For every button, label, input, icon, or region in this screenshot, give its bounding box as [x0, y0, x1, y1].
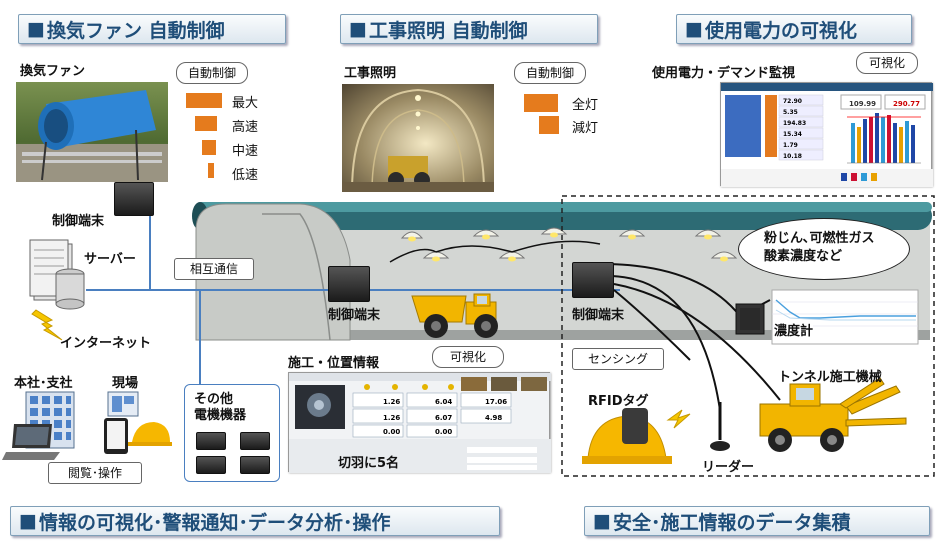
browse-operate-badge: 閲覧･操作: [48, 462, 142, 484]
lighting-level-bar-0: [524, 94, 558, 112]
equipment-device: [240, 456, 270, 474]
construction-value-7: 0.00: [435, 428, 452, 436]
other-equipment-label: その他 電機機器: [194, 392, 247, 423]
power-headline-0: 109.99: [849, 100, 876, 108]
helmet-icon: [128, 422, 172, 446]
fan-photo: [16, 82, 168, 182]
power-value-2: 194.83: [783, 120, 806, 127]
control-terminal-label-3: 制御端末: [572, 308, 625, 323]
construction-value-6: 0.00: [383, 428, 400, 436]
equipment-device: [196, 432, 226, 450]
lighting-level-label-0: 全灯: [572, 98, 599, 113]
tunnel-lights: [389, 227, 738, 263]
rfid-tag-icon: [622, 408, 648, 444]
reader-label: リーダー: [702, 460, 755, 475]
construction-value-2: 17.06: [485, 398, 507, 406]
rfid-reader-icon: [710, 402, 730, 451]
control-terminal-device-3: [572, 262, 614, 298]
face-callout: 切羽に5名: [338, 456, 400, 471]
power-visualize-badge: 可視化: [856, 52, 918, 74]
header-fan-control-text: 換気ファン 自動制御: [46, 19, 225, 42]
header-lighting-control-text: 工事照明 自動制御: [368, 19, 528, 42]
fan-level-bar-2: [202, 140, 216, 155]
construction-value-0: 1.26: [383, 398, 400, 406]
fan-level-label-3: 低速: [232, 168, 259, 183]
worker-helmet-icon: [582, 415, 672, 464]
rfid-tag-label: RFIDタグ: [588, 394, 649, 409]
lighting-photo: [342, 84, 494, 192]
power-monitor-screen: 72.90 5.35 194.83 15.34 1.79 10.18 109.9…: [720, 82, 933, 187]
laptop-icon: [2, 424, 60, 460]
lighting-level-bar-1: [539, 116, 559, 134]
gas-meter-device: [735, 303, 765, 335]
header-bottom-right-text: 安全･施工情報のデータ集積: [612, 511, 851, 534]
sensing-badge: センシング: [572, 348, 664, 370]
power-headline-1: 290.77: [893, 100, 920, 108]
square-bullet-icon: ■: [27, 18, 45, 40]
power-value-3: 15.34: [783, 131, 802, 138]
header-power-visualization-text: 使用電力の可視化: [704, 19, 857, 42]
power-value-4: 1.79: [783, 142, 798, 149]
construction-value-4: 6.07: [435, 414, 452, 422]
control-terminal-device-1: [114, 182, 154, 216]
fan-level-bar-1: [195, 116, 217, 131]
sensor-bubble: [738, 218, 910, 280]
fan-level-bar-0: [186, 93, 222, 108]
internet-label: インターネット: [60, 336, 152, 351]
fan-level-label-2: 中速: [232, 144, 259, 159]
control-terminal-label-1: 制御端末: [52, 214, 105, 229]
fan-level-bar-3: [208, 163, 214, 178]
header-bottom-right: ■安全･施工情報のデータ集積: [584, 506, 930, 536]
sensor-cables: [607, 263, 781, 411]
control-terminal-device-2: [328, 266, 370, 302]
power-value-1: 5.35: [783, 109, 798, 116]
head-office-label: 本社･支社: [14, 376, 73, 391]
header-power-visualization: ■使用電力の可視化: [676, 14, 912, 44]
header-lighting-control: ■工事照明 自動制御: [340, 14, 598, 44]
machine-label: トンネル施工機械: [778, 370, 882, 385]
construction-screen: 1.26 6.04 17.06 1.26 6.07 4.98 0.00 0.00: [288, 372, 551, 473]
construction-value-1: 6.04: [435, 398, 452, 406]
power-title: 使用電力・デマンド監視: [652, 66, 796, 81]
fan-level-label-0: 最大: [232, 96, 259, 111]
power-value-0: 72.90: [783, 98, 802, 105]
tunnel-machine-icon: [759, 377, 907, 452]
server-label: サーバー: [84, 252, 136, 267]
fan-level-label-1: 高速: [232, 120, 259, 135]
equipment-device: [240, 432, 270, 450]
lighting-level-label-1: 減灯: [572, 121, 599, 136]
dump-truck-icon: [411, 293, 498, 338]
mutual-comm-badge: 相互通信: [174, 258, 254, 280]
office-building-icon: [25, 391, 75, 449]
construction-title: 施工・位置情報: [288, 356, 380, 371]
site-label: 現場: [112, 376, 139, 391]
square-bullet-icon: ■: [593, 510, 611, 532]
construction-visualize-badge: 可視化: [432, 346, 504, 368]
site-office-icon: [107, 391, 139, 417]
sensor-bubble-text: 粉じん､可燃性ガス 酸素濃度など: [764, 231, 875, 264]
header-fan-control: ■換気ファン 自動制御: [18, 14, 286, 44]
lighting-auto-badge: 自動制御: [514, 62, 586, 84]
power-value-5: 10.18: [783, 153, 802, 160]
signal-lightning-icon: [666, 409, 691, 429]
lighting-title: 工事照明: [344, 66, 397, 81]
header-bottom-left-text: 情報の可視化･警報通知･データ分析･操作: [38, 511, 391, 534]
fan-auto-badge: 自動制御: [176, 62, 248, 84]
square-bullet-icon: ■: [19, 510, 37, 532]
lightning-icon: [31, 309, 63, 341]
equipment-device: [196, 456, 226, 474]
fan-title: 換気ファン: [20, 64, 86, 79]
square-bullet-icon: ■: [349, 18, 367, 40]
construction-value-3: 1.26: [383, 414, 400, 422]
construction-value-5: 4.98: [485, 414, 502, 422]
meter-label: 濃度計: [774, 320, 814, 339]
server-icon: [29, 239, 85, 310]
square-bullet-icon: ■: [685, 18, 703, 40]
header-bottom-left: ■情報の可視化･警報通知･データ分析･操作: [10, 506, 500, 536]
control-terminal-label-2: 制御端末: [328, 308, 381, 323]
tablet-icon: [104, 418, 128, 454]
